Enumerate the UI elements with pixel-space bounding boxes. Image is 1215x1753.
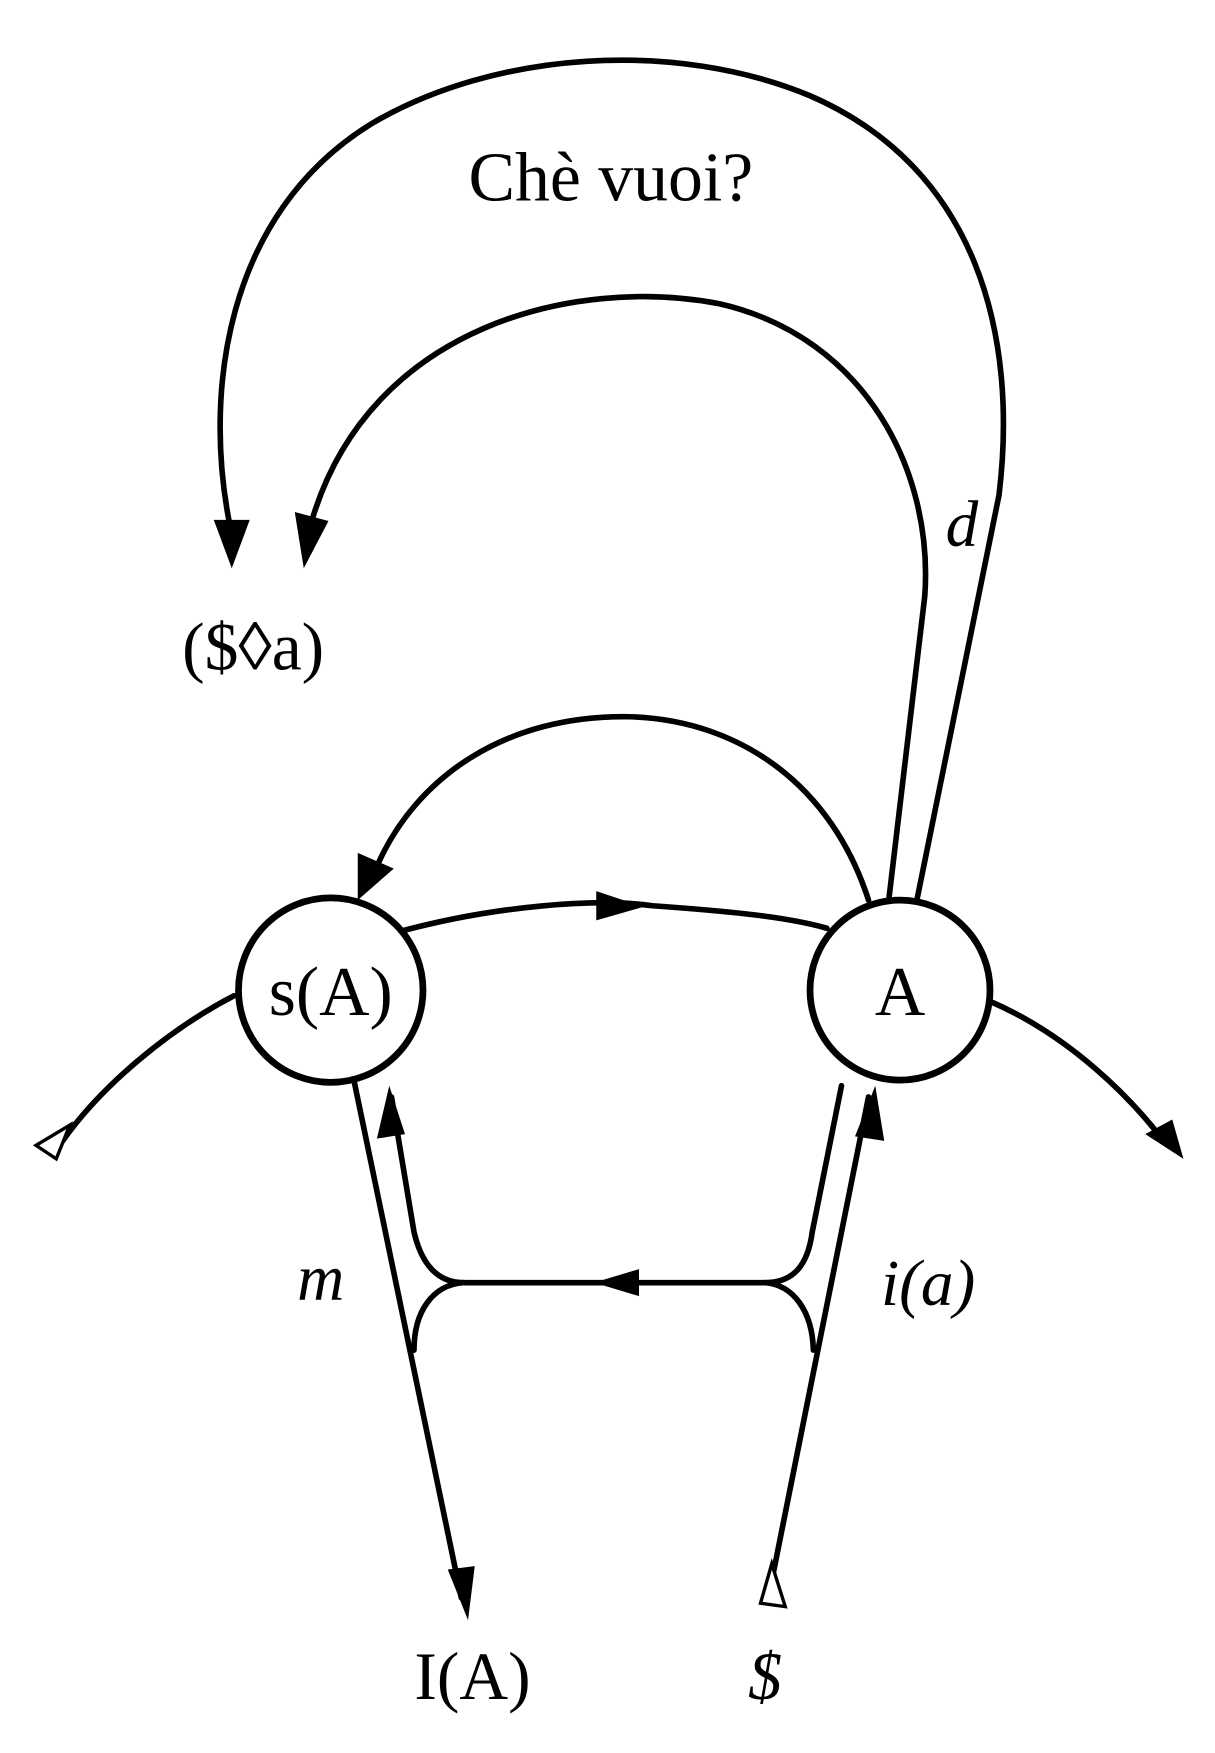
image-of-other-label: i(a) — [881, 1248, 975, 1320]
left-open-triangle — [32, 1121, 74, 1162]
node-A — [806, 896, 994, 1084]
lower-left-curl — [411, 1279, 467, 1353]
desire-label: d — [946, 489, 979, 561]
lower-right-curl — [762, 1279, 817, 1353]
signifier-chain-arrowhead — [596, 891, 644, 921]
ego-ideal-arrowhead — [447, 1566, 475, 1621]
subject-line — [767, 1094, 872, 1590]
left-tail-curve — [59, 992, 237, 1145]
fantasy-label: ($◊a) — [182, 610, 324, 685]
barred-subject-label: $ — [748, 1639, 782, 1714]
lower-arc-arrowhead — [357, 852, 394, 901]
imaginary-right-path — [762, 1082, 845, 1286]
imaginary-left-arrowhead — [376, 1085, 405, 1139]
subject-open-triangle — [758, 1558, 788, 1609]
inner-arc — [309, 293, 929, 903]
imaginary-left-path — [388, 1094, 467, 1286]
ego-label: m — [297, 1243, 344, 1315]
right-exit-curve — [987, 998, 1168, 1145]
node-s-of-A — [235, 894, 427, 1086]
outer-arc — [217, 57, 1007, 903]
ego-line — [351, 1079, 465, 1601]
inner-arc-arrowhead — [294, 512, 329, 569]
lower-return-arc — [374, 713, 872, 903]
node-A-label: A — [875, 954, 925, 1031]
outer-arc-arrowhead — [213, 519, 250, 569]
che-vuoi-label: Chè vuoi? — [468, 139, 753, 216]
subject-line-arrowhead — [855, 1085, 885, 1141]
node-s-of-A-label: s(A) — [269, 954, 393, 1031]
imaginary-horizontal-arrowhead — [594, 1269, 639, 1297]
signifier-chain-top — [396, 900, 830, 935]
right-exit-arrowhead — [1145, 1119, 1184, 1159]
ego-ideal-label: I(A) — [414, 1639, 530, 1714]
